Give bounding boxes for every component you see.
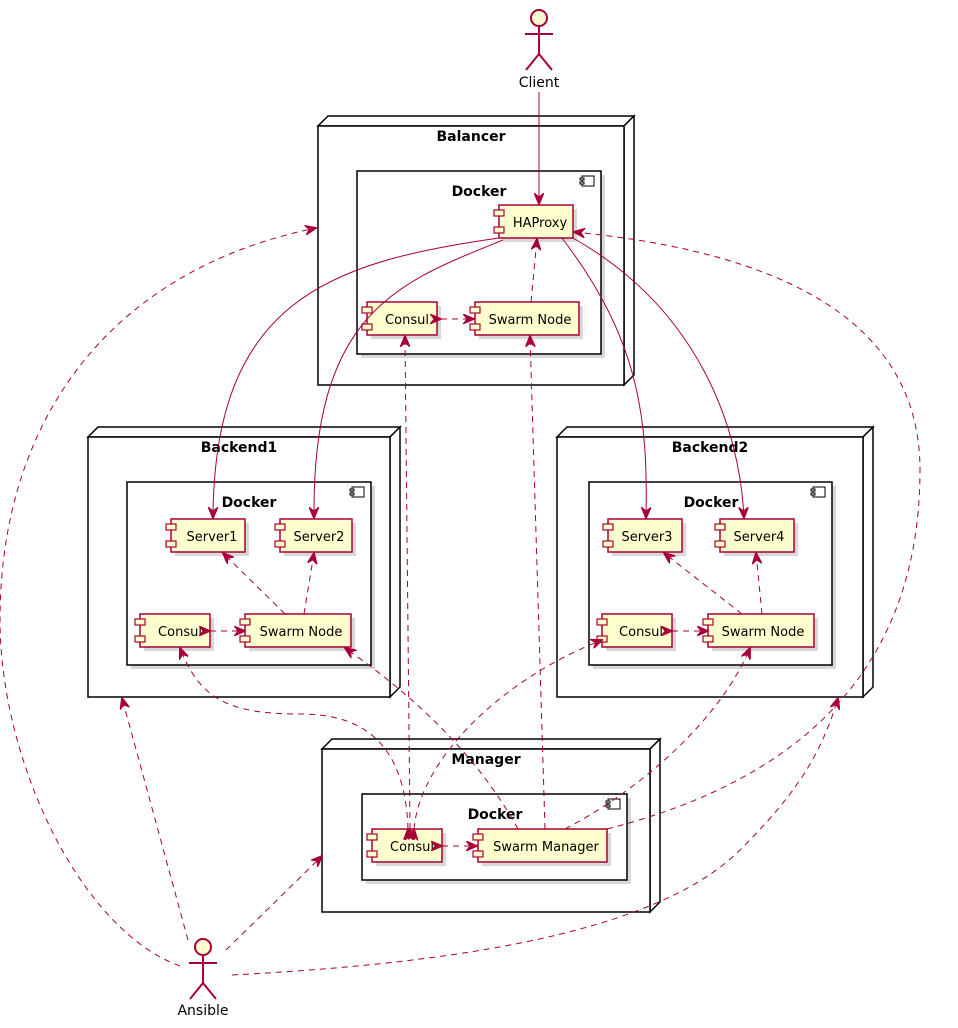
component-backend1-consul[interactable]: Consul <box>134 613 214 651</box>
edge-backend1-swarm-server1 <box>223 553 286 615</box>
component-balancer-swarm-node[interactable]: Swarm Node <box>469 301 583 339</box>
actor-label: Client <box>519 75 560 91</box>
edge-ansible-balancer <box>0 228 316 967</box>
component-server3[interactable]: Server3 <box>602 518 686 556</box>
node-title-manager: Manager <box>451 752 520 768</box>
actor-client[interactable]: Client <box>519 9 560 91</box>
component-backend2-consul[interactable]: Consul <box>596 613 676 651</box>
component-backend2-swarm-node[interactable]: Swarm Node <box>702 613 818 651</box>
actor-label: Ansible <box>177 1003 228 1019</box>
docker-container-balancer: Docker HAProxy Consul Swarm No <box>356 170 605 358</box>
component-balancer-consul[interactable]: Consul <box>361 301 441 339</box>
component-label: Consul <box>158 625 202 640</box>
node-balancer: Balancer Docker HAProxy <box>316 114 636 387</box>
component-haproxy[interactable]: HAProxy <box>493 204 577 242</box>
component-label: Server1 <box>187 530 238 545</box>
edge-swarm-manager-balancer-swarm <box>530 336 546 830</box>
component-icon <box>579 175 595 187</box>
docker-container-backend2: Docker Server3 Server4 Consul <box>588 481 836 669</box>
component-server1[interactable]: Server1 <box>165 518 249 556</box>
component-label: Swarm Node <box>722 625 805 640</box>
edge-swarm-manager-haproxy <box>574 232 921 830</box>
edge-ansible-manager <box>225 856 322 951</box>
component-server2[interactable]: Server2 <box>274 518 356 556</box>
docker-container-manager: Docker Consul Swarm Manager <box>361 793 631 884</box>
component-label: Swarm Node <box>260 625 343 640</box>
edge-haproxy-server4 <box>572 237 744 518</box>
docker-title-balancer: Docker <box>452 184 507 200</box>
edge-backend2-swarm-server3 <box>664 553 743 615</box>
component-label: Server3 <box>622 530 673 545</box>
node-title-backend2: Backend2 <box>672 440 749 456</box>
component-label: Consul <box>390 840 434 855</box>
component-label: Server4 <box>734 530 785 545</box>
edge-swarm-manager-backend1-swarm <box>345 648 519 830</box>
component-manager-consul[interactable]: Consul <box>366 828 446 866</box>
node-manager: Manager Docker Consul <box>320 737 662 914</box>
node-title-backend1: Backend1 <box>201 440 278 456</box>
actor-ansible[interactable]: Ansible <box>177 938 229 1019</box>
component-label: HAProxy <box>513 216 568 231</box>
node-backend2: Backend2 Docker Server3 <box>555 425 875 699</box>
component-icon <box>810 486 826 498</box>
component-backend1-swarm-node[interactable]: Swarm Node <box>239 613 355 651</box>
edge-ansible-backend1 <box>122 698 189 941</box>
docker-title-backend1: Docker <box>222 495 277 511</box>
edge-ansible-backend2 <box>231 698 838 976</box>
edge-swarm-manager-backend2-swarm <box>564 648 750 830</box>
component-label: Consul <box>385 313 429 328</box>
edge-haproxy-server3 <box>561 237 646 518</box>
edges <box>0 92 921 976</box>
component-swarm-manager[interactable]: Swarm Manager <box>472 828 611 866</box>
edge-haproxy-server1 <box>213 237 500 518</box>
actor-icon <box>530 9 548 27</box>
docker-title-backend2: Docker <box>684 495 739 511</box>
edge-haproxy-server2 <box>314 239 504 518</box>
component-label: Server2 <box>294 530 345 545</box>
node-title-balancer: Balancer <box>436 129 505 145</box>
edge-manager-consul-backend1-consul <box>180 648 408 829</box>
actor-icon <box>194 938 212 956</box>
component-label: Consul <box>619 625 663 640</box>
docker-container-backend1: Docker Server1 Server2 Consul <box>126 481 375 669</box>
node-backend1: Backend1 Docker Server1 <box>86 425 402 699</box>
component-label: Swarm Node <box>489 313 572 328</box>
component-icon <box>349 486 365 498</box>
docker-title-manager: Docker <box>468 807 523 823</box>
component-label: Swarm Manager <box>493 840 599 855</box>
component-server4[interactable]: Server4 <box>714 518 798 556</box>
edge-manager-consul-backend2-consul <box>414 640 602 829</box>
